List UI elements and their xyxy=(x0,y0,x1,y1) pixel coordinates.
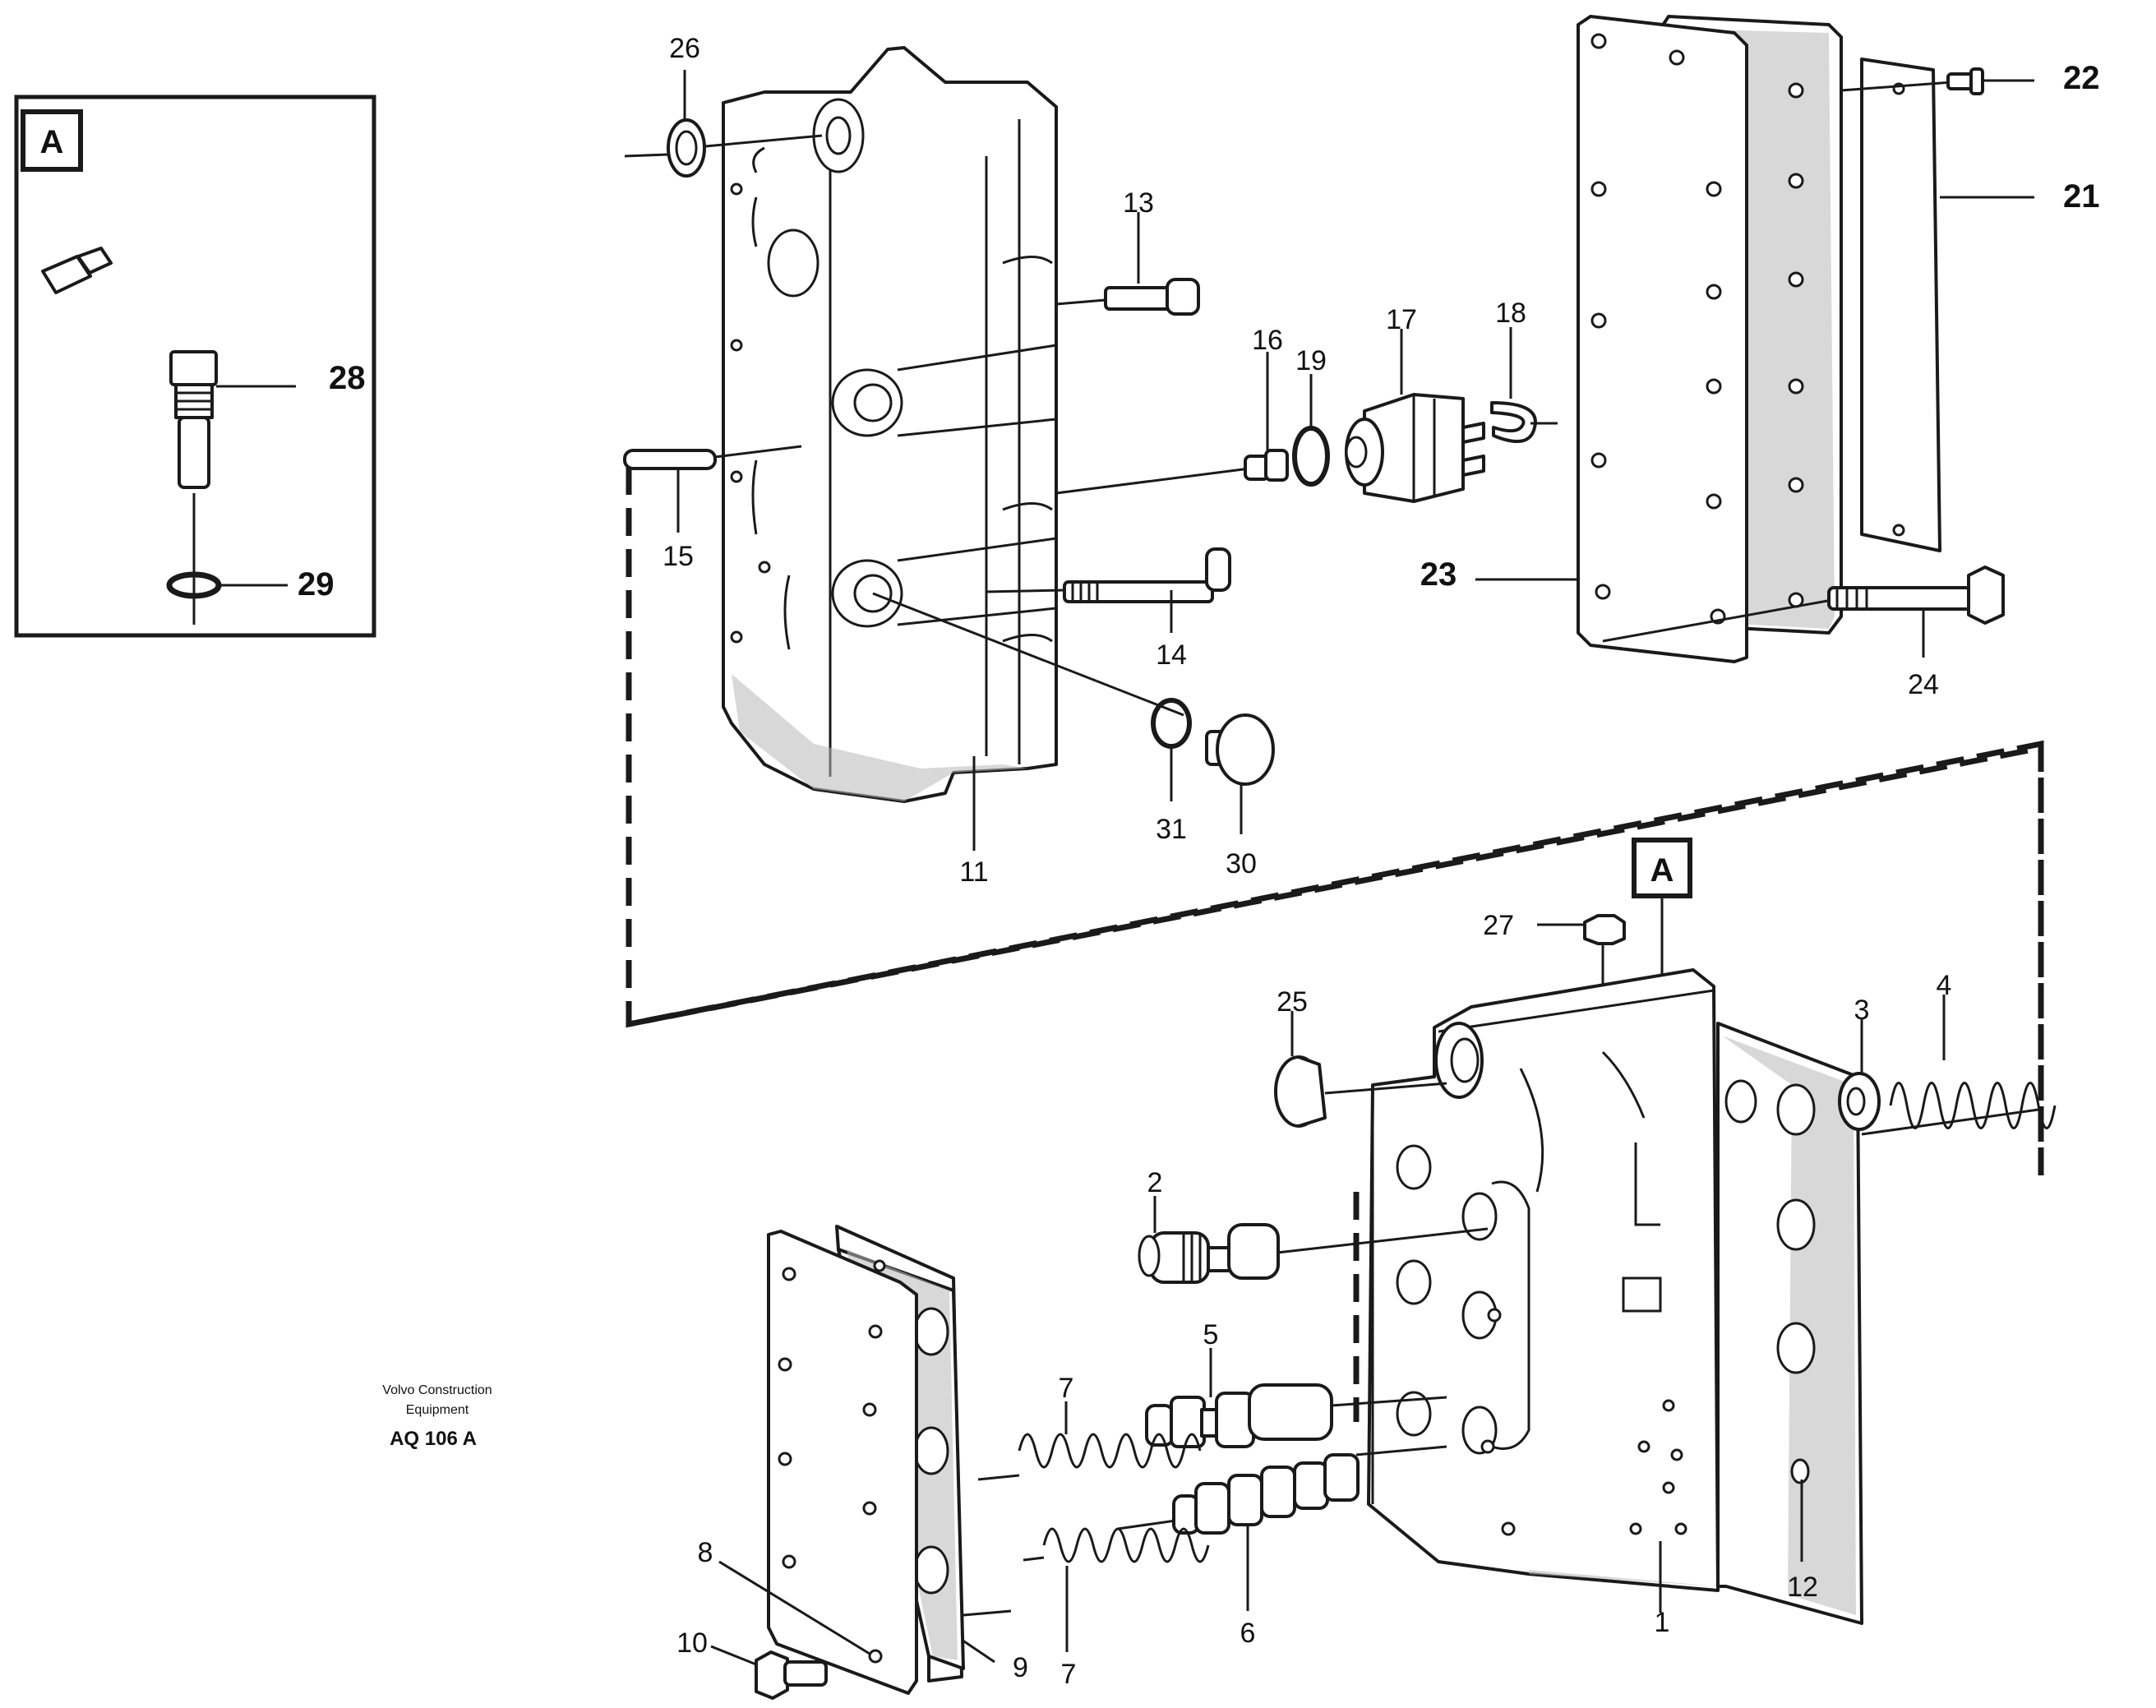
label-2: 2 xyxy=(1147,1167,1163,1198)
o-ring-19 xyxy=(1292,374,1330,487)
bolt-10 xyxy=(710,1645,828,1700)
plug-26 xyxy=(624,70,823,178)
label-11: 11 xyxy=(959,856,988,888)
credit-block: Volvo Construction Equipment AQ 106 A xyxy=(382,1383,492,1450)
pressure-switch-17 xyxy=(1345,329,1485,503)
cover-plate-8 xyxy=(718,1230,918,1695)
valve-housing-11 xyxy=(722,46,1058,851)
spool-2 xyxy=(1138,1196,1489,1284)
label-7b: 7 xyxy=(1061,1659,1077,1690)
fitting-16 xyxy=(1244,352,1289,482)
spring-4 xyxy=(1889,995,2057,1129)
label-8: 8 xyxy=(698,1537,713,1568)
detail-view-a: A 28 29 xyxy=(14,95,376,638)
label-4: 4 xyxy=(1937,970,1952,1001)
label-16: 16 xyxy=(1252,325,1283,356)
label-22: 22 xyxy=(2063,60,2100,96)
cover-bolt-holes xyxy=(1590,33,1804,625)
label-10: 10 xyxy=(676,1627,708,1659)
callout-a: A xyxy=(1632,838,1692,990)
spring-7-lower xyxy=(1023,1527,1210,1652)
label-17: 17 xyxy=(1386,304,1417,335)
label-26: 26 xyxy=(669,33,700,64)
o-ring-29 xyxy=(166,493,288,625)
pin-15 xyxy=(623,445,802,533)
credit-line-1: Volvo Construction xyxy=(382,1383,492,1397)
label-9: 9 xyxy=(1013,1652,1028,1683)
label-24: 24 xyxy=(1908,669,1939,700)
plug-30 xyxy=(1205,713,1275,834)
plug-25 xyxy=(1274,1011,1447,1128)
spool-5 xyxy=(1145,1348,1447,1448)
label-7a: 7 xyxy=(1059,1373,1074,1404)
detail-box-label: A xyxy=(40,124,64,160)
label-18: 18 xyxy=(1495,298,1526,329)
spring-7-upper xyxy=(977,1401,1202,1481)
label-28: 28 xyxy=(329,360,366,396)
label-27: 27 xyxy=(1483,910,1514,941)
valve-housing-1 xyxy=(1353,968,2039,1625)
credit-line-2: Equipment xyxy=(406,1403,469,1417)
label-19: 19 xyxy=(1295,345,1327,376)
temperature-sensor-28 xyxy=(41,196,296,489)
label-23: 23 xyxy=(1420,556,1457,593)
bolt-13 xyxy=(1055,212,1200,316)
axis-line-16 xyxy=(1055,467,1250,495)
o-ring-31 xyxy=(872,592,1192,801)
diagram-code: AQ 106 A xyxy=(390,1428,477,1450)
gasket-21 xyxy=(1860,58,2034,552)
label-5: 5 xyxy=(1203,1319,1219,1350)
label-29: 29 xyxy=(298,566,335,602)
label-31: 31 xyxy=(1156,814,1187,845)
label-13: 13 xyxy=(1123,187,1154,219)
screw-22 xyxy=(1840,67,2034,95)
detail-box-label-frame xyxy=(21,109,83,172)
label-1: 1 xyxy=(1655,1607,1670,1638)
bolt-24 xyxy=(1827,565,2005,658)
clip-18 xyxy=(1490,327,1558,443)
label-30: 30 xyxy=(1226,848,1257,879)
bolt-14 xyxy=(986,547,1231,633)
label-3: 3 xyxy=(1854,995,1870,1026)
assembly-dashed-bottom xyxy=(628,745,2042,1027)
washer-3 xyxy=(1838,1019,1881,1131)
label-6: 6 xyxy=(1240,1618,1256,1649)
spool-6 xyxy=(1117,1445,1447,1611)
label-25: 25 xyxy=(1277,986,1308,1018)
label-14: 14 xyxy=(1156,639,1187,671)
callout-box-label: A xyxy=(1650,852,1674,889)
cover-plate-23 xyxy=(1475,15,1843,663)
label-12: 12 xyxy=(1787,1572,1818,1603)
label-21: 21 xyxy=(2063,178,2100,215)
label-15: 15 xyxy=(662,541,694,572)
